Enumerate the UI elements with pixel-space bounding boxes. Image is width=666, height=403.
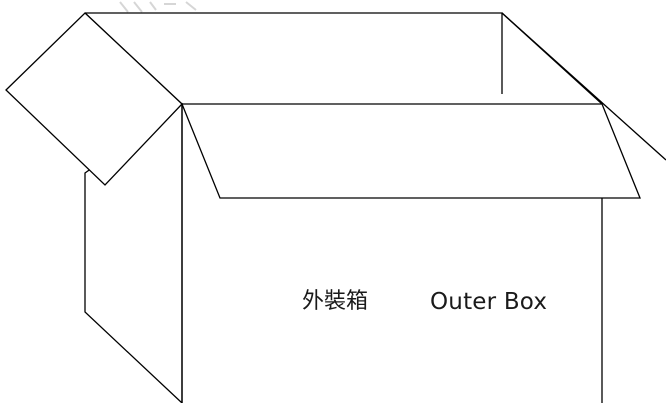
front-face xyxy=(181,104,603,403)
front-flap xyxy=(181,103,641,199)
watermark-fragment xyxy=(119,1,197,13)
left-flap xyxy=(5,12,183,186)
box-label-chinese: 外裝箱 xyxy=(302,289,369,314)
box-label-english: Outer Box xyxy=(430,289,548,315)
right-flap xyxy=(501,12,666,161)
